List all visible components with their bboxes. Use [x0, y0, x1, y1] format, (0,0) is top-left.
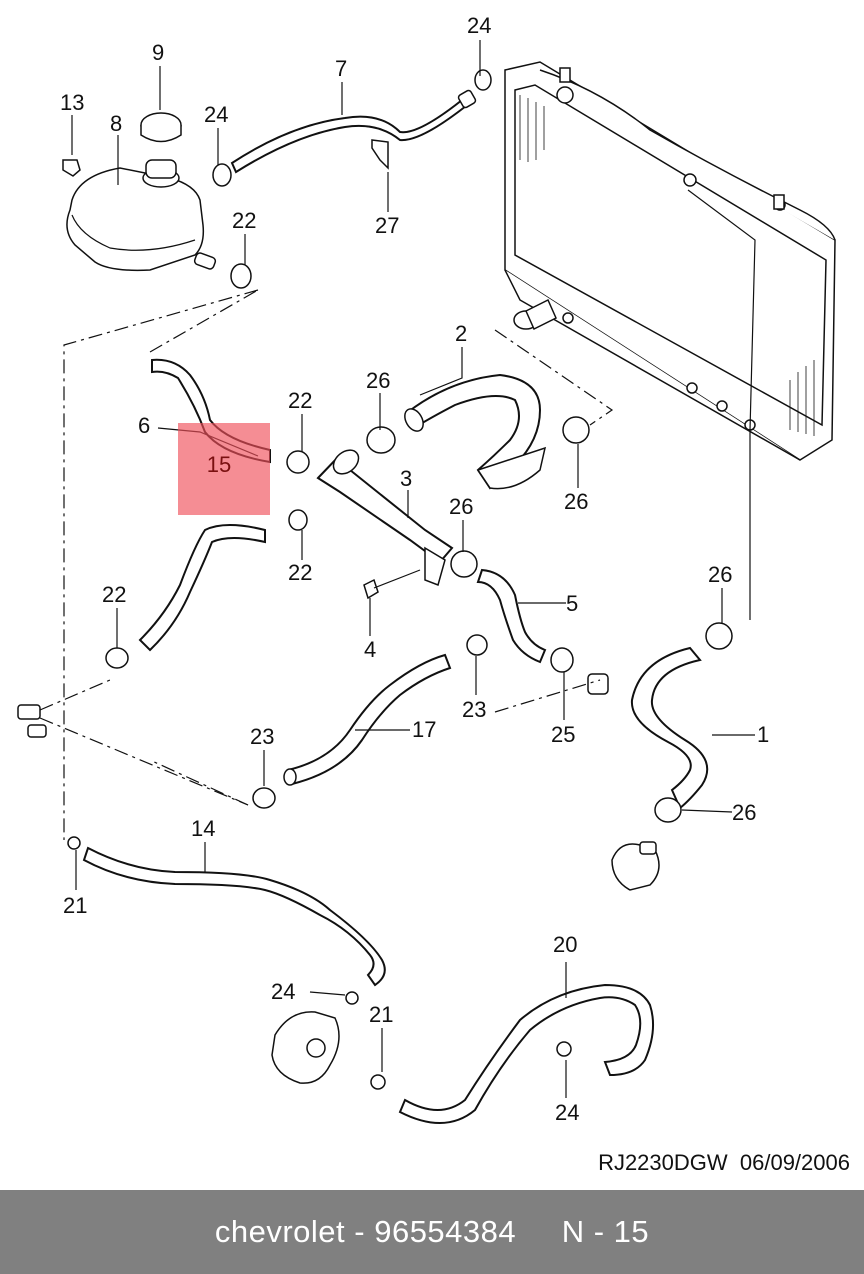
label-26-middle: 26 — [449, 494, 473, 519]
highlight-box — [178, 423, 270, 515]
label-8: 8 — [110, 111, 122, 136]
label-2: 2 — [455, 321, 467, 346]
label-5: 5 — [566, 591, 578, 616]
clamps — [67, 69, 733, 1090]
label-17: 17 — [412, 717, 436, 742]
label-13: 13 — [60, 90, 84, 115]
footer-text: chevrolet - 96554384 N - 15 — [214, 1214, 650, 1249]
label-27: 27 — [375, 213, 399, 238]
leader-lines — [71, 40, 755, 1098]
label-3: 3 — [400, 466, 412, 491]
label-25: 25 — [551, 722, 575, 747]
label-22-left: 22 — [102, 582, 126, 607]
reference-code: RJ2230DGW 06/09/2006 — [598, 1150, 850, 1175]
label-24-tank: 24 — [204, 102, 228, 127]
label-22-upper: 22 — [288, 388, 312, 413]
label-24-top: 24 — [467, 13, 491, 38]
radiator — [504, 61, 836, 461]
label-14: 14 — [191, 816, 215, 841]
label-23-right: 23 — [462, 697, 486, 722]
label-23-left: 23 — [250, 724, 274, 749]
label-20: 20 — [553, 932, 577, 957]
label-9: 9 — [152, 40, 164, 65]
label-6: 6 — [138, 413, 150, 438]
part-labels: 24 9 7 13 8 24 22 27 2 26 22 6 3 26 26 2… — [60, 13, 769, 1125]
small-parts — [17, 139, 660, 1084]
label-21-lower: 21 — [369, 1002, 393, 1027]
label-21-left: 21 — [63, 893, 87, 918]
label-24-lower: 24 — [271, 979, 295, 1004]
label-26-right: 26 — [564, 489, 588, 514]
label-7: 7 — [335, 56, 347, 81]
label-4: 4 — [364, 637, 376, 662]
label-26-bottom: 26 — [732, 800, 756, 825]
label-22-middle: 22 — [288, 560, 312, 585]
connection-lines — [39, 189, 756, 840]
label-26-upper: 26 — [366, 368, 390, 393]
label-22-tank: 22 — [232, 208, 256, 233]
diagram-svg: 24 9 7 13 8 24 22 27 2 26 22 6 3 26 26 2… — [17, 13, 836, 1125]
highlight-label-15: 15 — [206, 452, 232, 477]
hoses — [82, 89, 709, 1124]
label-26-lower-right: 26 — [708, 562, 732, 587]
footer-bar: chevrolet - 96554384 N - 15 — [0, 1190, 864, 1274]
label-24-bottom: 24 — [555, 1100, 579, 1125]
label-1: 1 — [757, 722, 769, 747]
expansion-tank — [62, 112, 217, 272]
parts-diagram: 24 9 7 13 8 24 22 27 2 26 22 6 3 26 26 2… — [17, 13, 836, 1125]
